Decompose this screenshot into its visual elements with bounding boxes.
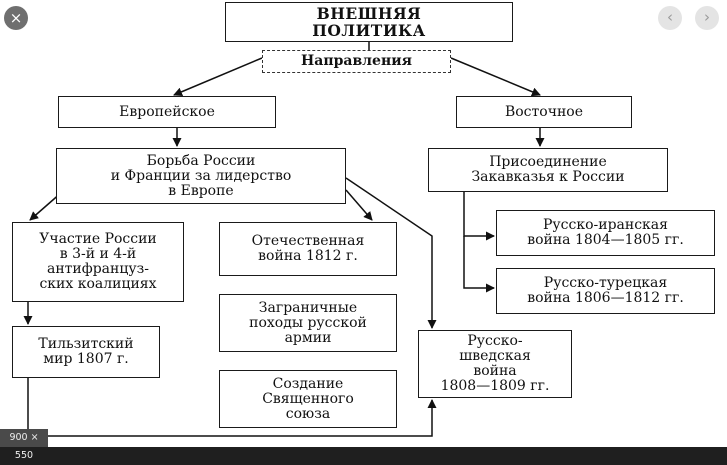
arrow-struggle-patriotic [345, 189, 373, 221]
patriotic-war-box: Отечественная война 1812 г. [219, 222, 397, 276]
iran-war-box: Русско-иранская война 1804—1805 гг. [496, 210, 715, 256]
prev-image-icon[interactable]: ‹ [658, 6, 682, 30]
image-size-badge: 900 × 550 [0, 429, 48, 461]
swedish-war-box: Русско- шведская война 1808—1809 гг. [418, 330, 572, 398]
transcaucasia-box: Присоединение Закавказья к России [428, 148, 668, 192]
arrow-transcaucasia-turkish [463, 236, 495, 293]
struggle-box: Борьба России и Франции за лидерство в Е… [56, 148, 346, 204]
arrow-tilsit-swedish [27, 378, 437, 437]
arrow-to-eastern [450, 57, 541, 97]
arrow-to-european [173, 57, 263, 97]
viewer-bottom-bar [0, 447, 727, 456]
campaigns-box: Заграничные походы русской армии [219, 294, 397, 352]
title-box: ВНЕШНЯЯ ПОЛИТИКА [225, 2, 513, 42]
tilsit-box: Тильзитский мир 1807 г. [12, 326, 160, 378]
arrow-struggle-swedish [345, 177, 437, 329]
holy-alliance-box: Создание Священного союза [219, 370, 397, 428]
turkish-war-box: Русско-турецкая война 1806—1812 гг. [496, 268, 715, 314]
next-image-icon[interactable]: › [695, 6, 719, 30]
coalitions-box: Участие России в 3-й и 4-й антифранцуз- … [12, 222, 184, 302]
arrow-transcaucasia-iran [463, 192, 495, 241]
eastern-direction-box: Восточное [456, 96, 632, 128]
close-icon[interactable]: × [4, 6, 28, 30]
directions-box: Направления [262, 50, 451, 73]
european-direction-box: Европейское [58, 96, 276, 128]
